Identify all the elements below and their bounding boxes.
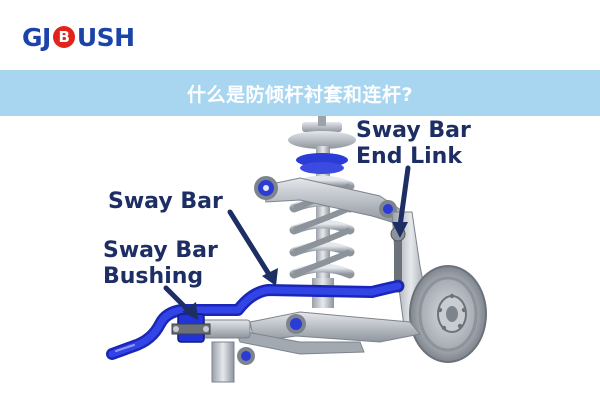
label-end-link-line1: Sway Bar	[356, 118, 471, 143]
strut-mount	[288, 116, 356, 149]
arrow-heads	[182, 222, 408, 320]
banner-title: 什么是防倾杆衬套和连杆?	[186, 83, 414, 106]
upper-control-arm	[254, 176, 405, 225]
suspension-illustration	[106, 116, 487, 383]
bushing-arrow	[163, 285, 193, 315]
logo-mark-letter: B	[58, 28, 69, 46]
logo-prefix: GJ	[22, 22, 51, 52]
title-banner: 什么是防倾杆衬套和连杆?	[0, 70, 600, 116]
brand-logo: GJ B USH	[22, 22, 135, 52]
end-link-arrow	[397, 165, 411, 229]
label-sway-bar: Sway Bar	[108, 189, 223, 214]
sway-bar-arrow	[227, 209, 273, 279]
brake-rotor	[409, 265, 487, 363]
lower-control-arm	[235, 311, 421, 365]
coil-spring	[289, 146, 355, 308]
label-bushing: Sway Bar Bushing	[103, 238, 218, 290]
subframe	[199, 319, 251, 383]
logo-suffix: USH	[76, 22, 135, 52]
sway-bar-bushing	[171, 313, 211, 343]
label-bushing-line2: Bushing	[103, 264, 204, 289]
label-end-link: Sway Bar End Link	[356, 118, 471, 170]
label-end-link-line2: End Link	[356, 144, 462, 169]
label-arrows	[163, 165, 411, 315]
label-bushing-line1: Sway Bar	[103, 238, 218, 263]
sway-bar	[106, 280, 404, 360]
logo-mark-icon: B	[52, 26, 75, 48]
